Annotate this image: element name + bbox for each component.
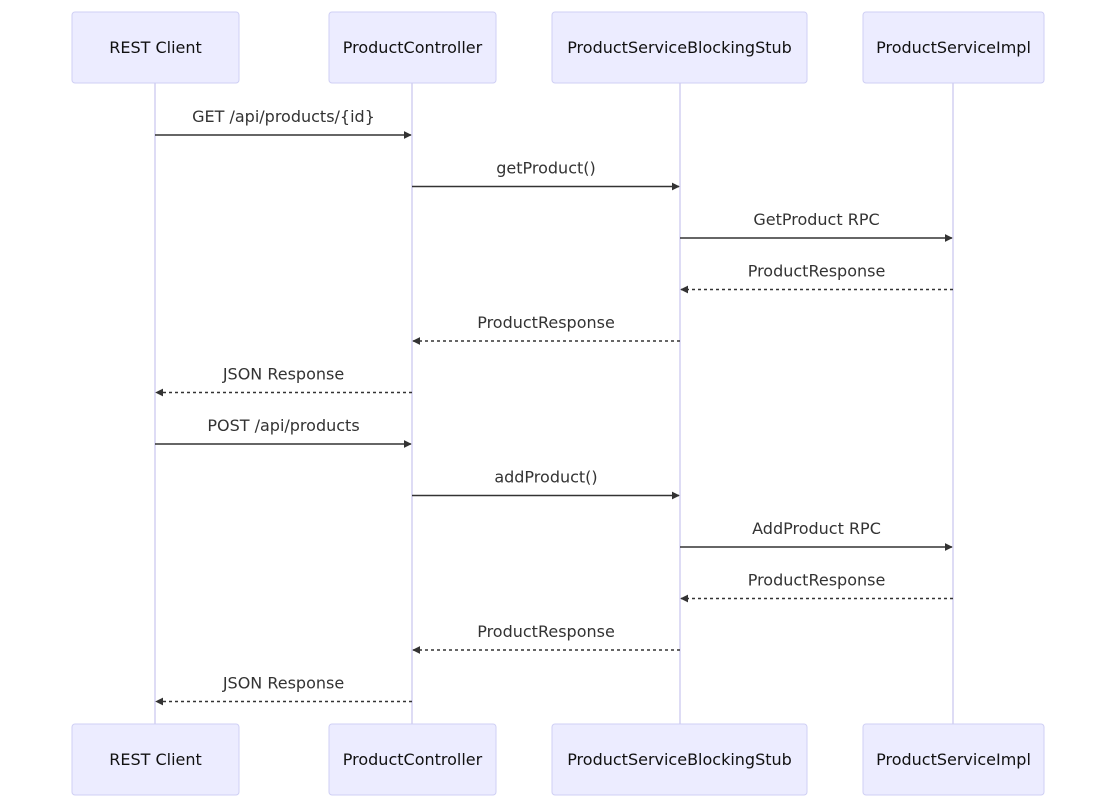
message-3: GetProduct RPC [680, 210, 953, 242]
participant-label: REST Client [109, 38, 202, 57]
participant-box [328, 723, 497, 796]
message-12: JSON Response [155, 674, 412, 706]
message-label: addProduct() [494, 468, 597, 487]
participant-box [862, 11, 1045, 84]
message-label: JSON Response [222, 365, 344, 384]
participant-product-controller-bottom: ProductController [328, 723, 497, 796]
message-9: AddProduct RPC [680, 519, 953, 551]
message-label: POST /api/products [207, 416, 359, 435]
participant-box [551, 723, 808, 796]
message-4: ProductResponse [680, 262, 953, 294]
message-label: ProductResponse [477, 313, 615, 332]
message-label: ProductResponse [748, 571, 886, 590]
message-5: ProductResponse [412, 313, 680, 345]
participant-blocking-stub-bottom: ProductServiceBlockingStub [551, 723, 808, 796]
participant-label: ProductServiceBlockingStub [567, 38, 792, 57]
participant-service-impl-top: ProductServiceImpl [862, 11, 1045, 84]
participant-box [71, 723, 240, 796]
participant-product-controller-top: ProductController [328, 11, 497, 84]
participant-service-impl-bottom: ProductServiceImpl [862, 723, 1045, 796]
participant-label: ProductServiceImpl [876, 750, 1031, 769]
participant-blocking-stub-top: ProductServiceBlockingStub [551, 11, 808, 84]
message-10: ProductResponse [680, 571, 953, 603]
participant-rest-client-top: REST Client [71, 11, 240, 84]
participant-label: ProductServiceImpl [876, 38, 1031, 57]
message-label: GET /api/products/{id} [192, 107, 375, 126]
message-6: JSON Response [155, 365, 412, 397]
message-label: ProductResponse [748, 262, 886, 281]
participant-label: ProductController [343, 38, 483, 57]
participant-box [551, 11, 808, 84]
participant-box [862, 723, 1045, 796]
message-label: getProduct() [496, 159, 596, 178]
participant-box [71, 11, 240, 84]
message-label: GetProduct RPC [753, 210, 879, 229]
message-8: addProduct() [412, 468, 680, 500]
message-11: ProductResponse [412, 622, 680, 654]
participant-label: REST Client [109, 750, 202, 769]
participant-box [328, 11, 497, 84]
participant-label: ProductController [343, 750, 483, 769]
message-2: getProduct() [412, 159, 680, 191]
participant-label: ProductServiceBlockingStub [567, 750, 792, 769]
participant-rest-client-bottom: REST Client [71, 723, 240, 796]
messages: GET /api/products/{id} getProduct() GetPro… [155, 107, 953, 706]
message-label: ProductResponse [477, 622, 615, 641]
message-label: AddProduct RPC [752, 519, 881, 538]
message-1: GET /api/products/{id} [155, 107, 412, 139]
lifelines [154, 83, 954, 724]
message-label: JSON Response [222, 674, 344, 693]
message-7: POST /api/products [155, 416, 412, 448]
